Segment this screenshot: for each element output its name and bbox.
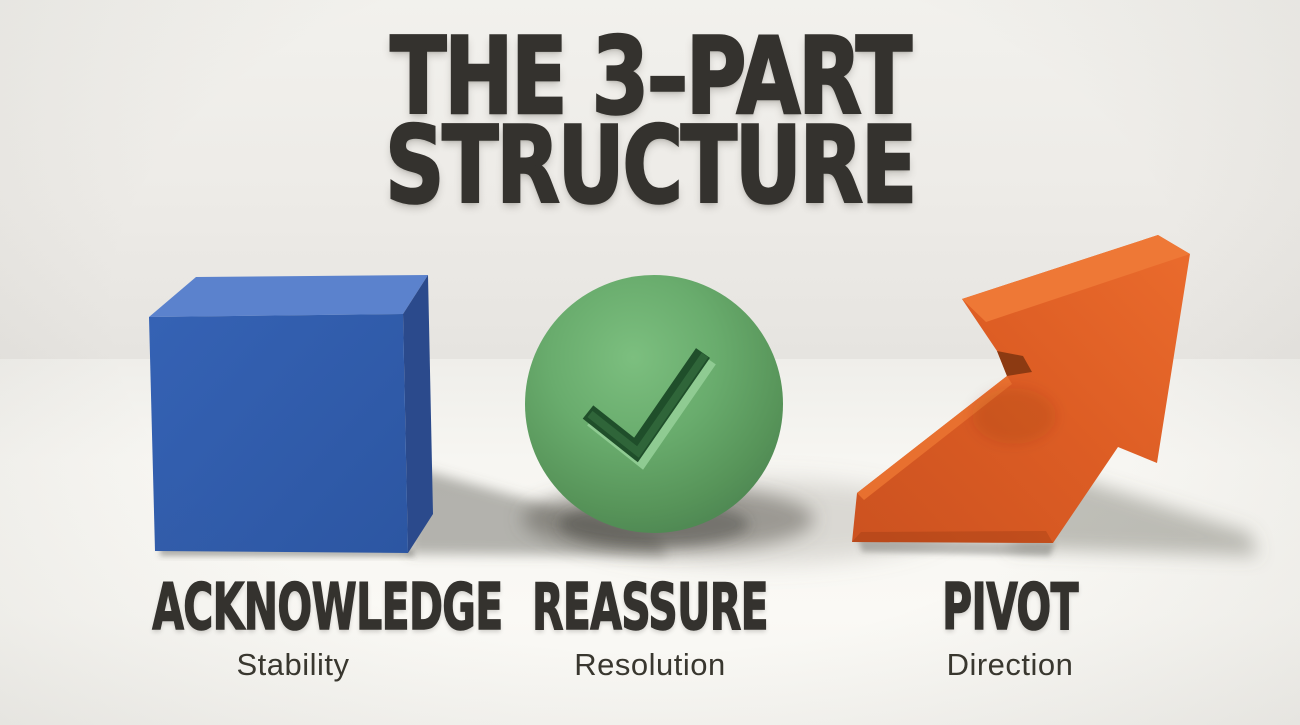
cube-front-face	[149, 314, 408, 553]
title-line-1: THE 3–PART	[389, 15, 913, 138]
checkmark-icon	[582, 348, 716, 470]
arrow-top-bevel	[962, 235, 1190, 322]
sphere-body	[525, 275, 783, 533]
cube-side-face	[403, 275, 433, 553]
step-pivot: PIVOT Direction	[790, 571, 1230, 683]
arrow-notch-recess	[997, 351, 1032, 376]
step-reassure: REASSURE Resolution	[430, 571, 870, 683]
cube-top-face	[149, 275, 428, 317]
step-acknowledge-sublabel: Stability	[236, 647, 350, 682]
step-pivot-sublabel: Direction	[946, 647, 1074, 682]
arrow-notch-soft-shadow	[972, 388, 1056, 444]
sphere-graphic	[525, 275, 783, 533]
arrow-shaft-bevel	[857, 376, 1012, 500]
step-acknowledge: ACKNOWLEDGE Stability	[73, 571, 513, 683]
step-reassure-sublabel: Resolution	[574, 647, 726, 682]
arrow-bottom-shade	[852, 531, 1053, 543]
cube-graphic	[149, 275, 433, 553]
page-title: THE 3–PART STRUCTURE	[0, 15, 1300, 228]
title-line-2: STRUCTURE	[384, 104, 918, 228]
step-pivot-label: PIVOT	[942, 571, 1079, 645]
arrow-graphic	[852, 235, 1190, 543]
step-reassure-label: REASSURE	[531, 571, 769, 645]
step-acknowledge-label: ACKNOWLEDGE	[152, 571, 504, 645]
